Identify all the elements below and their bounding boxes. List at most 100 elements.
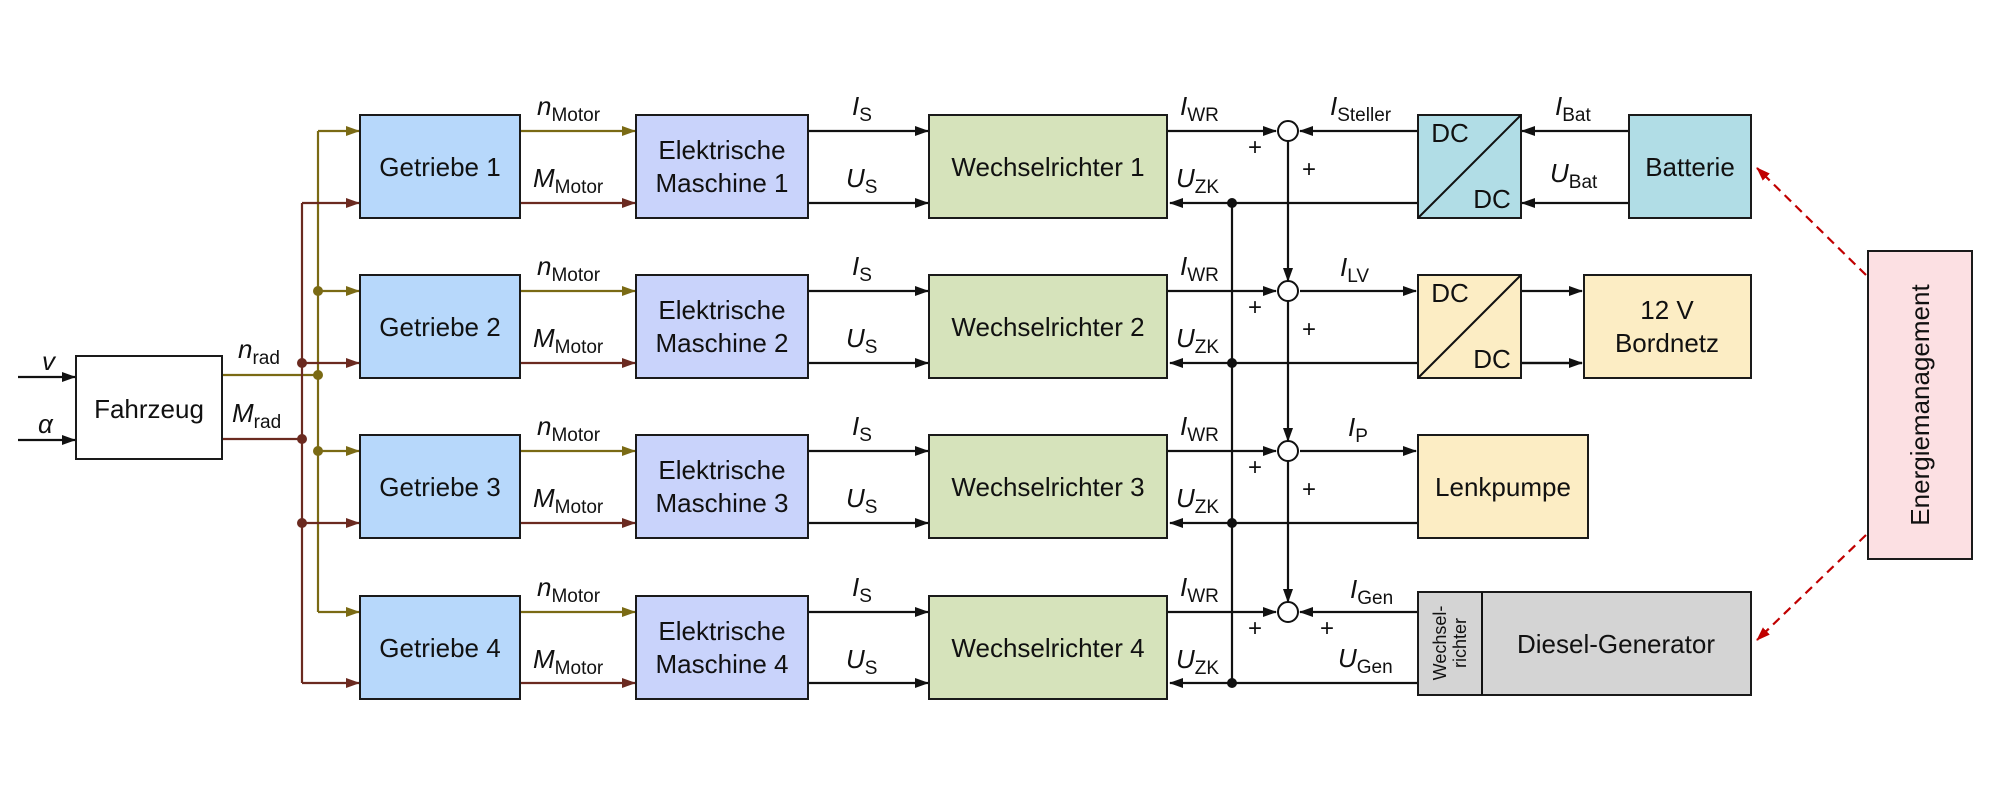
m-motor-label-2: MMotor [533,323,604,358]
plus-sign-6: + [1302,476,1316,503]
u-zk-label-2: UZK [1176,323,1219,358]
wechselrichter-3-block: Wechselrichter 3 [928,434,1168,539]
junction-dot [297,434,307,444]
i-s-label-4: IS [852,572,872,607]
wechselrichter-2-block: Wechselrichter 2 [928,274,1168,379]
wechselrichter-4-label: Wechselrichter 4 [951,633,1144,663]
getriebe-1-block: Getriebe 1 [359,114,521,219]
junction-dot [1227,358,1237,368]
input-v-label: v [42,346,57,376]
m-motor-label-3: MMotor [533,483,604,518]
maschine-3-block: Elektrische Maschine 3 [635,434,809,539]
n-motor-label-3: nMotor [537,411,601,446]
i-wr-label-2: IWR [1180,251,1219,286]
getriebe-4-label: Getriebe 4 [379,633,500,663]
plus-sign-7: + [1248,615,1262,642]
dcdc-converter-battery: DC DC [1417,114,1522,219]
i-s-label-3: IS [852,411,872,446]
maschine-2-label-line1: Elektrische [658,295,785,325]
generator-group: Wechsel- richter Diesel-Generator [1417,591,1752,696]
wechselrichter-3-label: Wechselrichter 3 [951,472,1144,502]
maschine-4-block: Elektrische Maschine 4 [635,595,809,700]
summing-plus-signs: ++++++++ [1248,134,1334,642]
i-s-label-2: IS [852,251,872,286]
getriebe-4-block: Getriebe 4 [359,595,521,700]
summing-junction-3 [1277,440,1299,462]
u-zk-label-1: UZK [1176,163,1219,198]
getriebe-3-label: Getriebe 3 [379,472,500,502]
junction-dot [313,370,323,380]
control-arrow-generator [1756,534,1867,641]
u-zk-label-3: UZK [1176,483,1219,518]
n-rad-label: nrad [238,334,280,369]
i-wr-label-3: IWR [1180,411,1219,446]
i-s-label-1: IS [852,91,872,126]
junction-dot [1227,678,1237,688]
plus-sign-3: + [1248,294,1262,321]
junction-dot [1227,198,1237,208]
dcdc-bordnetz-label-top: DC [1431,278,1469,308]
bordnetz-label-line2: Bordnetz [1615,328,1719,358]
control-arrow-batterie [1756,167,1867,276]
lenkpumpe-label: Lenkpumpe [1435,472,1571,502]
bordnetz-label-line1: 12 V [1640,295,1694,325]
junction-dot [297,358,307,368]
n-motor-label-1: nMotor [537,91,601,126]
getriebe-1-label: Getriebe 1 [379,152,500,182]
maschine-4-label-line2: Maschine 4 [656,649,789,679]
dcdc-battery-label-top: DC [1431,118,1469,148]
m-rad-label: Mrad [232,398,281,433]
maschine-2-label-line2: Maschine 2 [656,328,789,358]
summing-junction-1 [1277,120,1299,142]
dcdc-battery-label-bottom: DC [1473,184,1511,214]
energiemanagement-label: Energiemanagement [1905,284,1935,526]
bordnetz-block: 12 V Bordnetz [1583,274,1752,379]
fahrzeug-label: Fahrzeug [94,394,204,424]
wechselrichter-4-block: Wechselrichter 4 [928,595,1168,700]
i-gen-label: IGen [1350,574,1393,609]
dcdc-bordnetz-label-bottom: DC [1473,344,1511,374]
wechselrichter-1-block: Wechselrichter 1 [928,114,1168,219]
maschine-4-label-line1: Elektrische [658,616,785,646]
generator-inverter-label-line1: Wechsel- [1430,606,1450,681]
row-signal-labels: nMotorMMotorISUSIWRUZKnMotorMMotorISUSIW… [533,91,1219,679]
junction-dot [297,518,307,528]
getriebe-3-block: Getriebe 3 [359,434,521,539]
dcdc-converter-bordnetz: DC DC [1417,274,1522,379]
lenkpumpe-block: Lenkpumpe [1417,434,1589,539]
m-motor-label-4: MMotor [533,644,604,679]
n-motor-label-2: nMotor [537,251,601,286]
diesel-generator-label: Diesel-Generator [1517,629,1715,659]
plus-sign-5: + [1248,454,1262,481]
u-s-label-3: US [846,483,877,518]
batterie-label: Batterie [1645,152,1735,182]
maschine-3-label-line1: Elektrische [658,455,785,485]
u-zk-label-4: UZK [1176,644,1219,679]
i-wr-label-1: IWR [1180,91,1219,126]
junction-dot [1227,518,1237,528]
i-steller-label: ISteller [1330,91,1392,126]
i-bat-label: IBat [1555,91,1591,126]
plus-sign-1: + [1248,134,1262,161]
u-s-label-1: US [846,163,877,198]
u-s-label-4: US [846,644,877,679]
energiemanagement-block: Energiemanagement [1867,250,1973,560]
i-wr-label-4: IWR [1180,572,1219,607]
junction-dot [313,446,323,456]
maschine-2-block: Elektrische Maschine 2 [635,274,809,379]
summing-junction-4 [1277,601,1299,623]
u-bat-label: UBat [1550,158,1598,193]
batterie-block: Batterie [1628,114,1752,219]
getriebe-2-label: Getriebe 2 [379,312,500,342]
junction-dot [313,286,323,296]
m-motor-label-1: MMotor [533,163,604,198]
plus-sign-8: + [1320,615,1334,642]
generator-inverter-label-line2: richter [1450,618,1470,668]
plus-sign-2: + [1302,156,1316,183]
maschine-3-label-line2: Maschine 3 [656,488,789,518]
getriebe-2-block: Getriebe 2 [359,274,521,379]
u-s-label-2: US [846,323,877,358]
fahrzeug-block: Fahrzeug [75,355,223,460]
i-p-label: IP [1348,412,1368,447]
